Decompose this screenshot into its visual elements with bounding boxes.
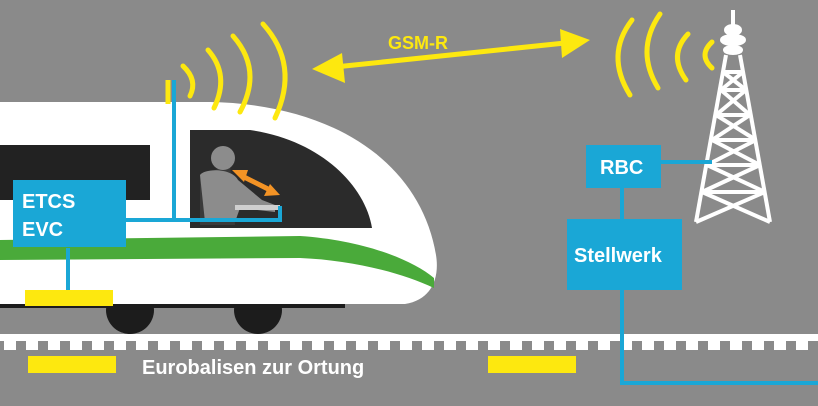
track-sleeper: [774, 341, 786, 350]
track-sleeper: [444, 341, 456, 350]
radio-waves-icon: [615, 11, 715, 98]
track-sleeper: [686, 341, 698, 350]
track-sleeper: [26, 341, 38, 350]
track-sleeper: [576, 341, 588, 350]
track-sleeper: [268, 341, 280, 350]
track-sleeper: [422, 341, 434, 350]
track-sleeper: [180, 341, 192, 350]
eurobalisen-caption: Eurobalisen zur Ortung: [142, 357, 364, 379]
track-sleeper: [532, 341, 544, 350]
track-sleeper: [202, 341, 214, 350]
track-sleeper: [642, 341, 654, 350]
radio-waves-icon: [180, 21, 288, 121]
track-sleeper: [620, 341, 632, 350]
infrastructure-data-lines: [620, 160, 818, 385]
track-sleeper: [510, 341, 522, 350]
train-antenna: [165, 80, 176, 104]
eurobalise-icon: [488, 356, 576, 373]
track-sleeper: [708, 341, 720, 350]
radio-tower-icon: [694, 10, 772, 224]
train-driver-icon: [200, 146, 280, 222]
track-sleeper: [730, 341, 742, 350]
track-sleeper: [664, 341, 676, 350]
track-sleeper: [752, 341, 764, 350]
evc-label: EVC: [22, 219, 63, 241]
track-sleeper: [312, 341, 324, 350]
stellwerk-box: Stellwerk: [567, 219, 682, 290]
track-sleeper: [48, 341, 60, 350]
track-sleeper: [334, 341, 346, 350]
rbc-box: RBC: [586, 145, 661, 188]
gsm-r-label: GSM-R: [388, 33, 448, 53]
track-sleeper: [224, 341, 236, 350]
gsm-r-link-arrow: GSM-R: [312, 29, 590, 83]
etcs-evc-box: ETCS EVC: [13, 180, 126, 247]
track-sleeper: [70, 341, 82, 350]
rbc-label: RBC: [600, 157, 643, 179]
stellwerk-label: Stellwerk: [574, 245, 663, 267]
track-sleeper: [158, 341, 170, 350]
eurobalise-icon: [25, 290, 113, 306]
track-sleeper: [4, 341, 16, 350]
etcs-label: ETCS: [22, 191, 75, 213]
double-arrow-icon: [232, 170, 280, 196]
track-sleeper: [378, 341, 390, 350]
track-sleeper: [136, 341, 148, 350]
track-sleeper: [488, 341, 500, 350]
track-sleeper: [92, 341, 104, 350]
track-sleeper: [246, 341, 258, 350]
track-sleeper: [466, 341, 478, 350]
track-sleeper: [400, 341, 412, 350]
track-sleeper: [598, 341, 610, 350]
railway-track: [0, 334, 818, 350]
train-data-lines: [66, 104, 282, 292]
track-sleeper: [554, 341, 566, 350]
track-sleeper: [114, 341, 126, 350]
track-sleeper: [796, 341, 808, 350]
eurobalise-icon: [28, 356, 116, 373]
track-sleeper: [290, 341, 302, 350]
track-sleeper: [356, 341, 368, 350]
